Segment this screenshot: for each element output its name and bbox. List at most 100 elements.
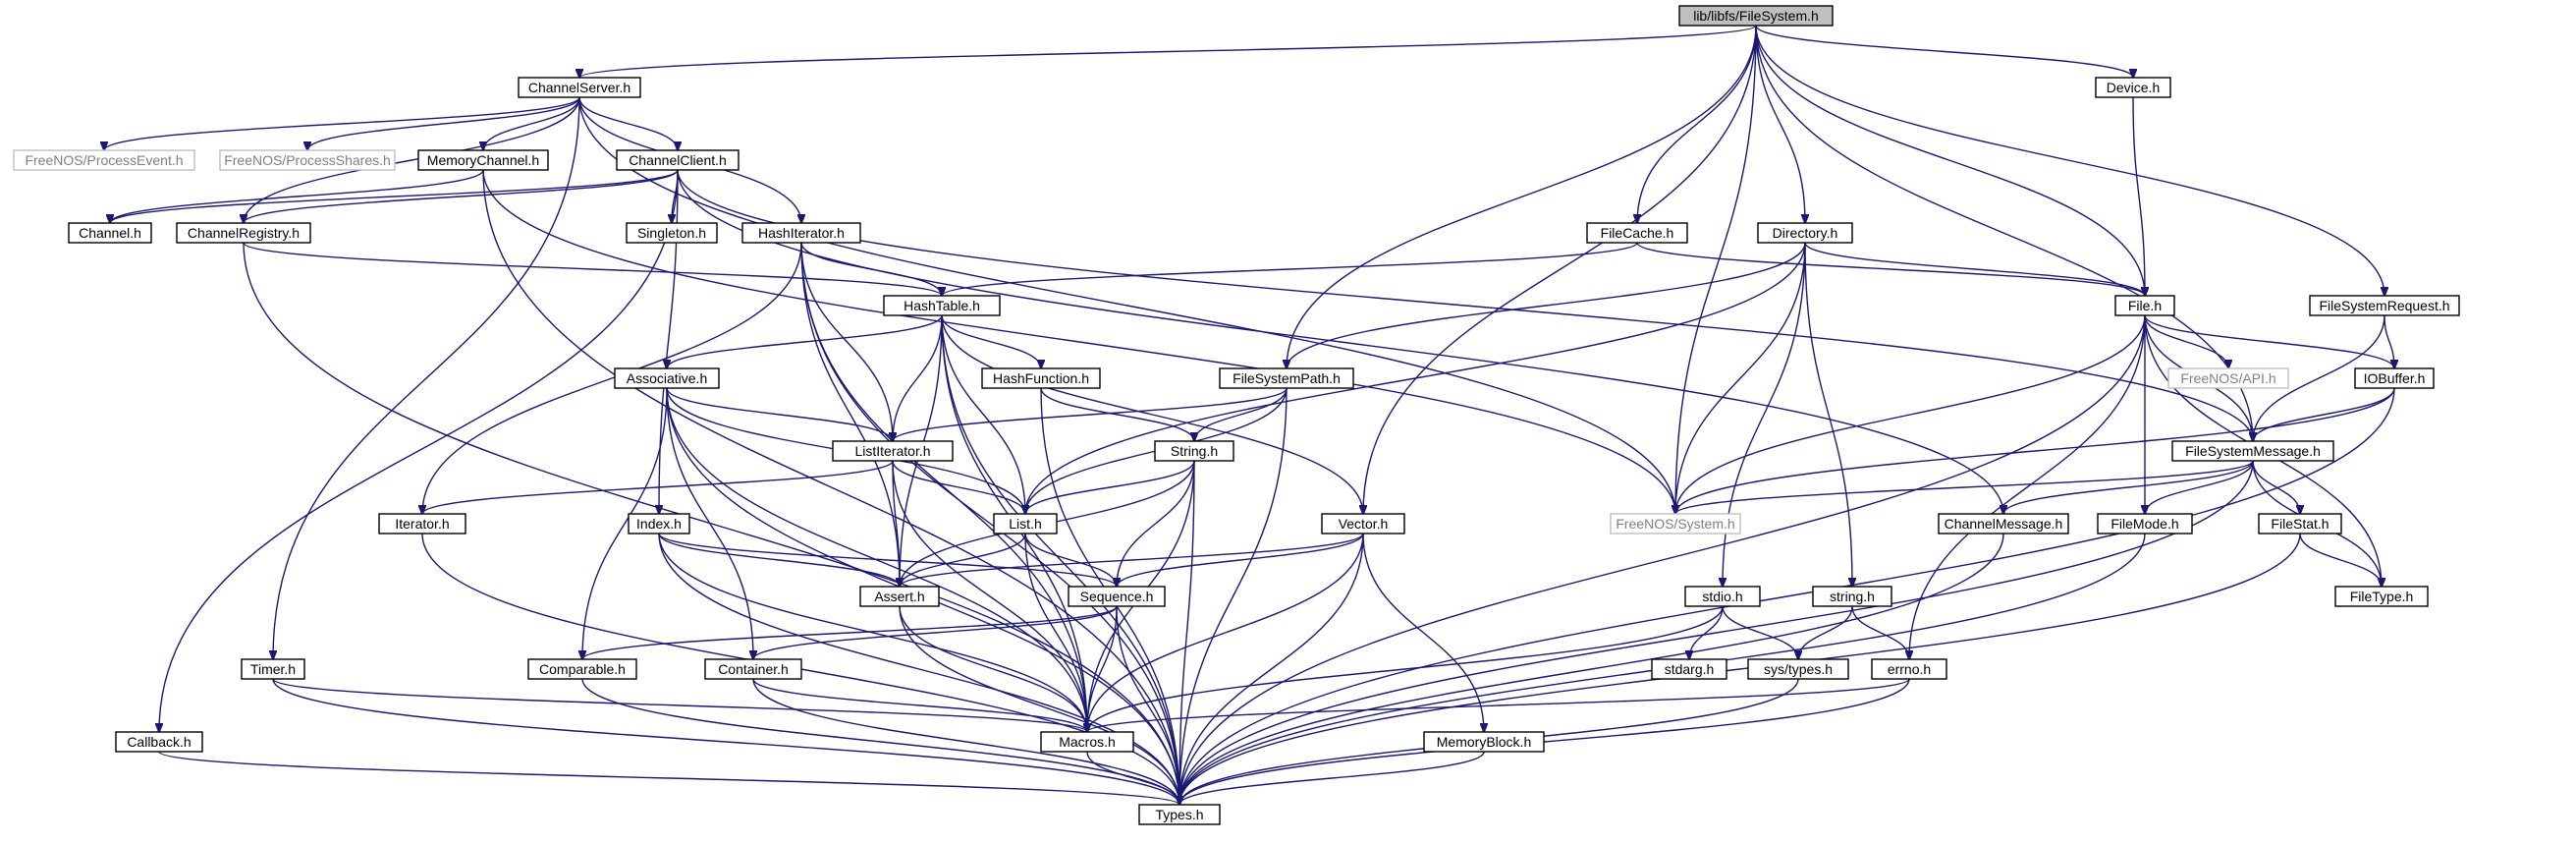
node-label: Sequence.h: [1080, 589, 1154, 604]
node-box: [527, 658, 637, 680]
node-macros[interactable]: Macros.h: [1040, 731, 1134, 753]
node-box: [2258, 513, 2342, 535]
edge-index-to-sequence: [658, 533, 1117, 587]
node-box: [2097, 513, 2193, 535]
node-box: [1138, 804, 1221, 825]
node-filemode[interactable]: FileMode.h: [2097, 513, 2193, 535]
node-label: lib/libfs/FileSystem.h: [1693, 8, 1819, 24]
edge-channelclient-to-index: [659, 169, 679, 514]
node-label: FreeNOS/ProcessShares.h: [224, 152, 391, 168]
node-types[interactable]: Types.h: [1138, 804, 1221, 825]
node-filesystemmessage[interactable]: FileSystemMessage.h: [2171, 440, 2334, 462]
edge-fileh-to-iobuffer: [2144, 314, 2394, 368]
node-hashiterator[interactable]: HashIterator.h: [741, 222, 861, 244]
node-box: [1040, 731, 1134, 753]
node-comparable[interactable]: Comparable.h: [527, 658, 637, 680]
node-label: Callback.h: [127, 734, 191, 750]
node-memoryblock[interactable]: MemoryBlock.h: [1423, 731, 1545, 753]
edge-hashiterator-to-listiterator: [800, 242, 893, 441]
edge-hashtable-to-vector: [941, 314, 1363, 514]
node-listiterator[interactable]: ListIterator.h: [832, 440, 954, 462]
edge-channelserver-to-processevent: [104, 96, 580, 150]
edge-timer-to-types: [272, 678, 1179, 805]
edge-filestat-to-filetype: [2299, 533, 2382, 587]
node-label: FileCache.h: [1601, 225, 1674, 241]
edge-directory-to-fileh: [1804, 242, 2145, 296]
edge-associative-to-listiterator: [666, 387, 893, 441]
node-label: HashFunction.h: [993, 370, 1089, 386]
edge-fileh-to-types: [1179, 314, 2146, 805]
node-label: ChannelServer.h: [528, 80, 630, 95]
node-box: [2114, 295, 2175, 316]
edge-errno-to-macros: [1087, 678, 1910, 732]
node-fileh[interactable]: File.h: [2114, 295, 2175, 316]
edge-memoryblock-to-types: [1179, 751, 1485, 805]
edge-filesystem-to-fileh: [1755, 25, 2145, 296]
node-stringlc[interactable]: string.h: [1812, 586, 1892, 607]
node-iterator[interactable]: Iterator.h: [378, 513, 466, 535]
node-filetype[interactable]: FileType.h: [2334, 586, 2429, 607]
node-box: [1154, 440, 1234, 462]
node-container[interactable]: Container.h: [704, 658, 802, 680]
node-label: FileType.h: [2350, 589, 2414, 604]
edge-listiterator-to-list: [892, 460, 1025, 514]
node-callback[interactable]: Callback.h: [115, 731, 203, 753]
edge-filesystem-to-filesystemrequest: [1755, 25, 2384, 296]
node-list[interactable]: List.h: [993, 513, 1058, 535]
edge-comparable-to-types: [581, 678, 1179, 805]
node-box: [1684, 586, 1761, 607]
node-channelserver[interactable]: ChannelServer.h: [518, 77, 641, 98]
node-index[interactable]: Index.h: [628, 513, 690, 535]
edge-filesystem-to-device: [1755, 25, 2133, 78]
node-channelmessage[interactable]: ChannelMessage.h: [1938, 513, 2069, 535]
edge-filesystem-to-filesystemmessage: [1755, 25, 2253, 441]
node-label: Container.h: [718, 661, 789, 677]
node-stdarg[interactable]: stdarg.h: [1651, 658, 1727, 680]
node-stringh[interactable]: String.h: [1154, 440, 1234, 462]
node-hashfunction[interactable]: HashFunction.h: [981, 367, 1101, 389]
node-assert[interactable]: Assert.h: [859, 586, 940, 607]
node-box: [993, 513, 1058, 535]
edge-vector-to-sequence: [1117, 533, 1364, 587]
node-iobuffer[interactable]: IOBuffer.h: [2354, 367, 2435, 389]
edge-index-to-types: [658, 533, 1179, 805]
edge-iobuffer-to-filesystemmessage: [2253, 387, 2395, 441]
edge-channelclient-to-channel: [110, 169, 679, 223]
edge-directory-to-system: [1675, 242, 1806, 514]
edge-channelserver-to-channelregistry: [244, 96, 580, 223]
edge-hashfunction-to-stringh: [1040, 387, 1194, 441]
node-label: MemoryBlock.h: [1437, 734, 1531, 750]
node-filestat[interactable]: FileStat.h: [2258, 513, 2342, 535]
node-singleton[interactable]: Singleton.h: [626, 222, 718, 244]
node-hashtable[interactable]: HashTable.h: [883, 295, 1001, 316]
node-label: FileSystemRequest.h: [2319, 298, 2449, 313]
node-vector[interactable]: Vector.h: [1321, 513, 1405, 535]
node-sequence[interactable]: Sequence.h: [1068, 586, 1166, 607]
node-errno[interactable]: errno.h: [1871, 658, 1947, 680]
node-label: Directory.h: [1773, 225, 1838, 241]
edge-stringh-to-list: [1025, 460, 1195, 514]
node-filesystem[interactable]: lib/libfs/FileSystem.h: [1678, 5, 1834, 27]
node-filecache[interactable]: FileCache.h: [1586, 222, 1688, 244]
edge-filecache-to-fileh: [1636, 242, 2145, 296]
node-box: [518, 77, 641, 98]
node-memorychannel[interactable]: MemoryChannel.h: [417, 149, 549, 171]
node-box: [616, 149, 740, 171]
node-channelclient[interactable]: ChannelClient.h: [616, 149, 740, 171]
node-directory[interactable]: Directory.h: [1757, 222, 1853, 244]
edge-hashiterator-to-iterator: [422, 242, 802, 514]
node-label: Index.h: [636, 516, 682, 532]
edge-timer-to-macros: [272, 678, 1087, 732]
node-systypes[interactable]: sys/types.h: [1747, 658, 1849, 680]
node-channel[interactable]: Channel.h: [68, 222, 152, 244]
node-filesystemrequest[interactable]: FileSystemRequest.h: [2309, 295, 2460, 316]
node-stdio[interactable]: stdio.h: [1684, 586, 1761, 607]
node-filesystempath[interactable]: FileSystemPath.h: [1219, 367, 1354, 389]
node-device[interactable]: Device.h: [2095, 77, 2171, 98]
node-channelregistry[interactable]: ChannelRegistry.h: [176, 222, 311, 244]
node-associative[interactable]: Associative.h: [614, 367, 720, 389]
edge-sequence-to-container: [753, 605, 1118, 659]
node-timer[interactable]: Timer.h: [241, 658, 305, 680]
edge-channelserver-to-channelclient: [578, 96, 678, 150]
